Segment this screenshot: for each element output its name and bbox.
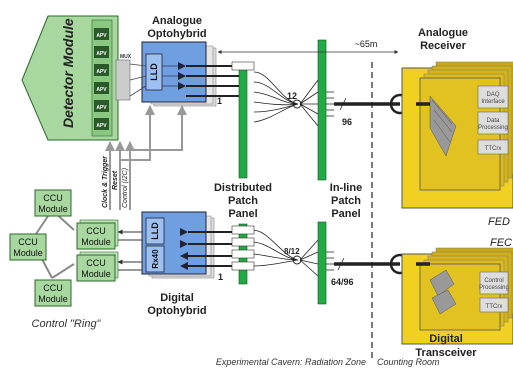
ccu-module-stack: CCU Module bbox=[76, 251, 119, 282]
ccu-label: Module bbox=[38, 294, 68, 304]
digital-optohybrid: LLD Rx40 bbox=[141, 211, 215, 279]
ccu-module-stack: CCU Module bbox=[76, 219, 119, 250]
control-processing-label: Control bbox=[484, 278, 503, 284]
daq-interface-label: Interface bbox=[481, 99, 505, 105]
bottom-fiber-count-812: 8/12 bbox=[284, 247, 300, 256]
distributed-patch-panel bbox=[231, 61, 255, 285]
ccu-module: CCU Module bbox=[34, 189, 72, 217]
ttcrx-label: TTCrx bbox=[485, 146, 502, 152]
lld-chip-label: LLD bbox=[150, 222, 160, 240]
apv-chip bbox=[94, 64, 109, 76]
digital-transceiver-title: Digital bbox=[429, 333, 463, 345]
ccu-label: Module bbox=[81, 269, 111, 279]
lld-chip bbox=[145, 53, 163, 91]
ccu-label: CCU bbox=[18, 237, 38, 247]
ccu-label: CCU bbox=[86, 258, 106, 268]
analogue-optohybrid-title: Analogue bbox=[152, 15, 202, 27]
clock-trigger-label: Clock & Trigger bbox=[102, 155, 109, 208]
apv-chip bbox=[94, 28, 109, 40]
rx40-chip-label: Rx40 bbox=[151, 249, 160, 269]
distributed-panel-title: Distributed bbox=[214, 182, 272, 194]
mux: MUX bbox=[115, 54, 132, 101]
inline-patch-panel bbox=[317, 39, 327, 305]
apv-chip bbox=[94, 82, 109, 94]
bottom-fiber-count-6496: 64/96 bbox=[331, 277, 354, 287]
lld-chip-label: LLD bbox=[149, 63, 159, 81]
ttcrx-label: TTCrx bbox=[486, 304, 503, 310]
control-ring-label: Control "Ring" bbox=[32, 318, 102, 330]
fec-label: FEC bbox=[490, 237, 512, 249]
lld-chip bbox=[145, 217, 165, 245]
ccu-label: CCU bbox=[43, 283, 63, 293]
control-processing-label: Processing bbox=[479, 285, 509, 291]
reset-label: Reset bbox=[112, 170, 119, 190]
control-signal-lines bbox=[105, 105, 187, 210]
apv-chip-label: APV bbox=[96, 51, 107, 57]
ccu-label: CCU bbox=[43, 193, 63, 203]
data-processing-label: Data bbox=[487, 118, 500, 124]
counting-room-label: Counting Room bbox=[377, 357, 440, 367]
apv-chip bbox=[94, 100, 109, 112]
digital-transceiver-title: Transceiver bbox=[415, 347, 477, 359]
ccu-label: Module bbox=[81, 237, 111, 247]
apv-chip-label: APV bbox=[96, 69, 107, 75]
ccu-module: CCU Module bbox=[34, 279, 72, 307]
apv-chips: APV APV APV APV APV APV bbox=[94, 28, 109, 130]
analogue-receiver-title: Analogue bbox=[418, 27, 468, 39]
inline-panel-title: In-line bbox=[330, 182, 362, 194]
analogue-optohybrid-title: Optohybrid bbox=[147, 28, 206, 40]
inline-panel-title: Panel bbox=[331, 208, 360, 220]
top-fiber-count-96: 96 bbox=[342, 117, 352, 127]
apv-chip-label: APV bbox=[96, 123, 107, 129]
analogue-receiver-title: Receiver bbox=[420, 40, 467, 52]
detector-module-label: Detector Module bbox=[60, 18, 76, 128]
apv-chip-label: APV bbox=[96, 87, 107, 93]
apv-chip bbox=[94, 118, 109, 130]
digital-optohybrid-title: Optohybrid bbox=[147, 305, 206, 317]
ccu-label: Module bbox=[13, 248, 43, 258]
ccu-label: CCU bbox=[86, 226, 106, 236]
control-i2c-label: Control (I2C) bbox=[122, 168, 129, 208]
ccu-module: CCU Module bbox=[9, 233, 47, 261]
digital-optohybrid-title: Digital bbox=[160, 292, 194, 304]
analogue-receiver-board bbox=[401, 61, 513, 209]
mux-label: MUX bbox=[120, 54, 132, 60]
data-processing-label: Processing bbox=[478, 125, 508, 131]
bottom-fiber-count-1: 1 bbox=[218, 272, 223, 282]
distance-label: ~65m bbox=[355, 39, 378, 49]
daq-interface-label: DAQ bbox=[486, 92, 499, 98]
digital-transceiver-board bbox=[401, 247, 513, 345]
top-fiber-count-1: 1 bbox=[217, 96, 222, 106]
ccu-label: Module bbox=[38, 204, 68, 214]
apv-chip-label: APV bbox=[96, 105, 107, 111]
top-fiber-count-12: 12 bbox=[287, 91, 297, 101]
distributed-panel-title: Panel bbox=[228, 208, 257, 220]
fed-label: FED bbox=[488, 216, 510, 228]
cavern-zone-label: Experimental Cavern: Radiation Zone bbox=[216, 357, 366, 367]
inline-panel-title: Patch bbox=[331, 195, 361, 207]
apv-chip bbox=[94, 46, 109, 58]
distributed-panel-title: Patch bbox=[228, 195, 258, 207]
apv-chip-label: APV bbox=[96, 33, 107, 39]
rx40-chip bbox=[145, 245, 165, 273]
